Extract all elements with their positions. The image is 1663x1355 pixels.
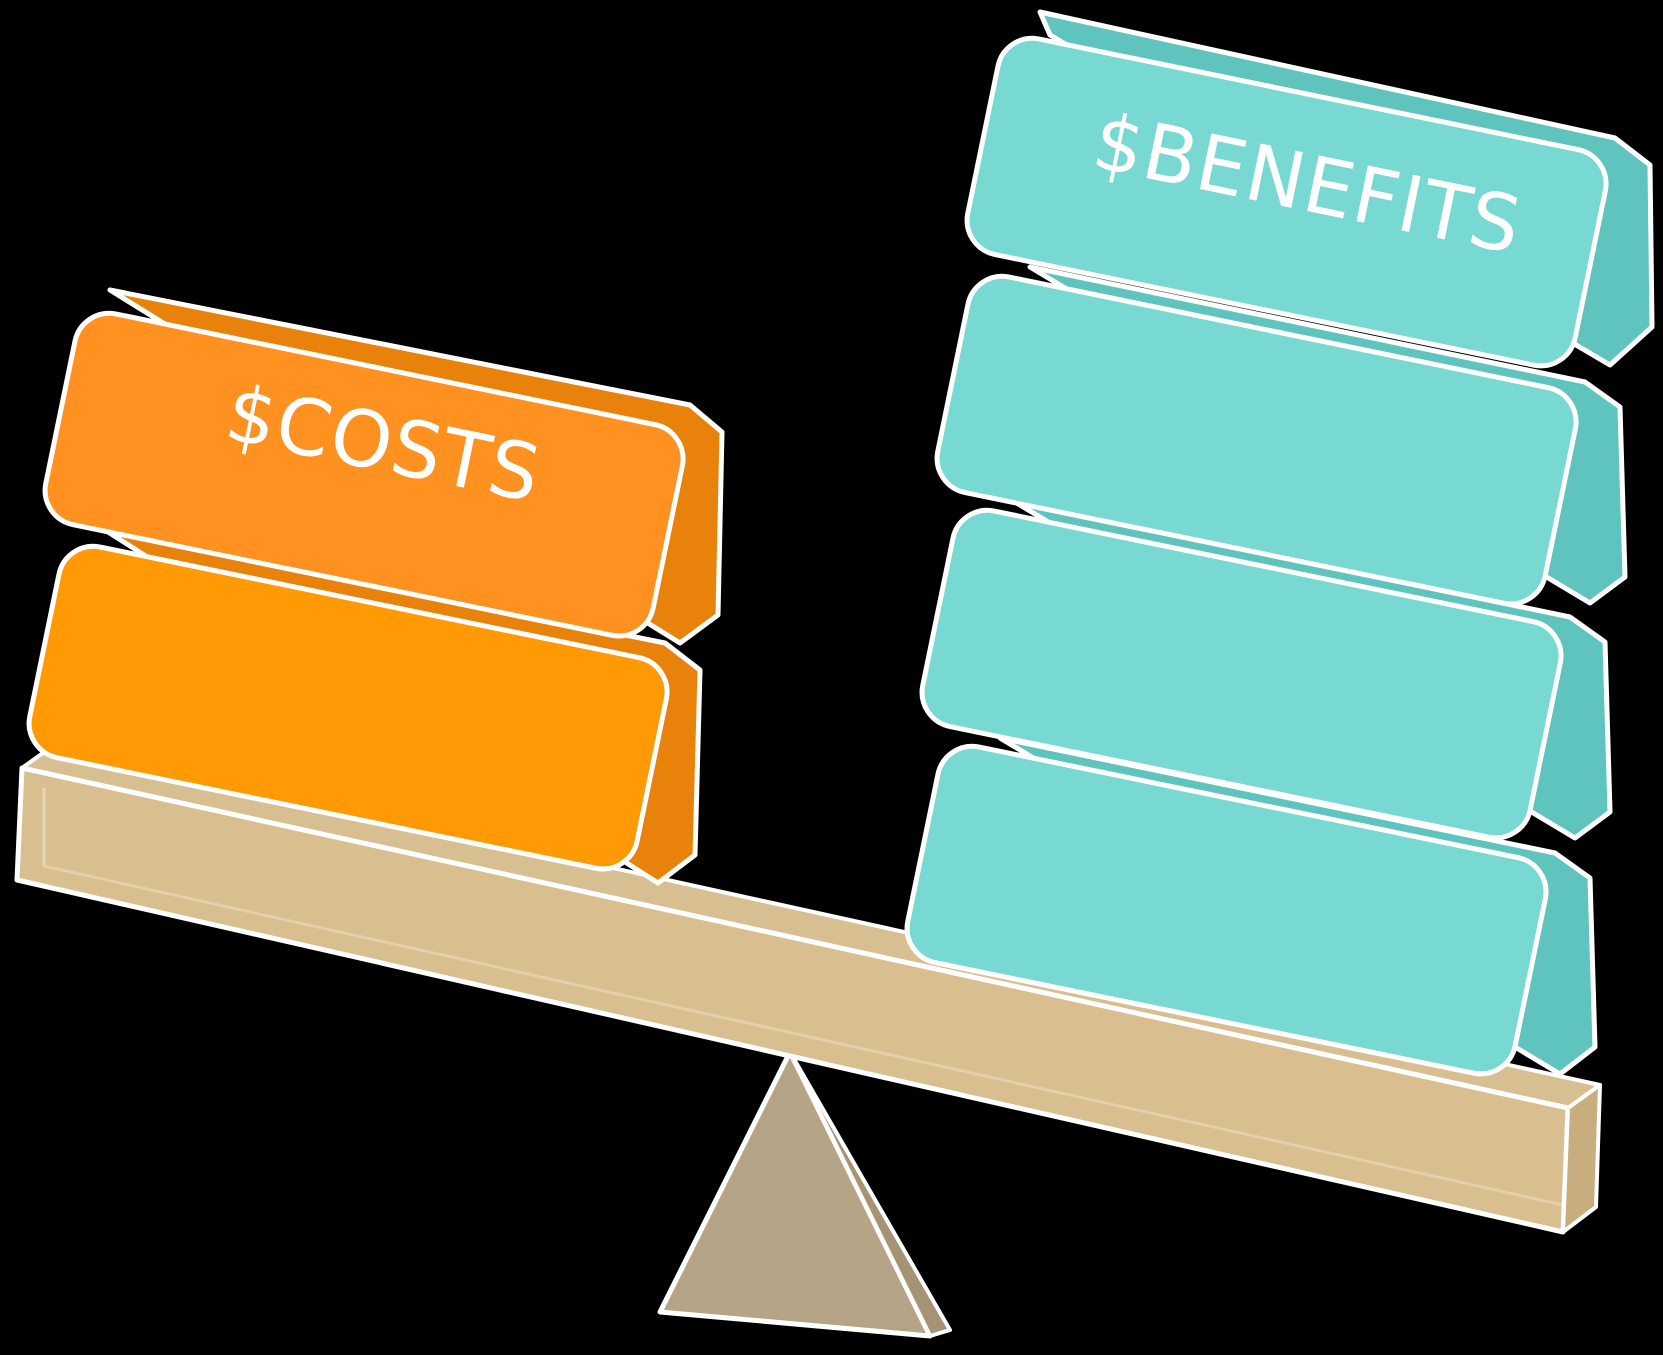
benefits-block [934,264,1628,607]
benefits-block [919,499,1613,841]
benefits-stack: $BENEFITS [904,9,1655,1077]
costs-stack: $COSTS [26,287,725,886]
benefits-block-top: $BENEFITS [964,9,1655,369]
costs-block-top: $COSTS [42,287,725,646]
costs-block [26,527,703,886]
fulcrum [657,1034,952,1339]
